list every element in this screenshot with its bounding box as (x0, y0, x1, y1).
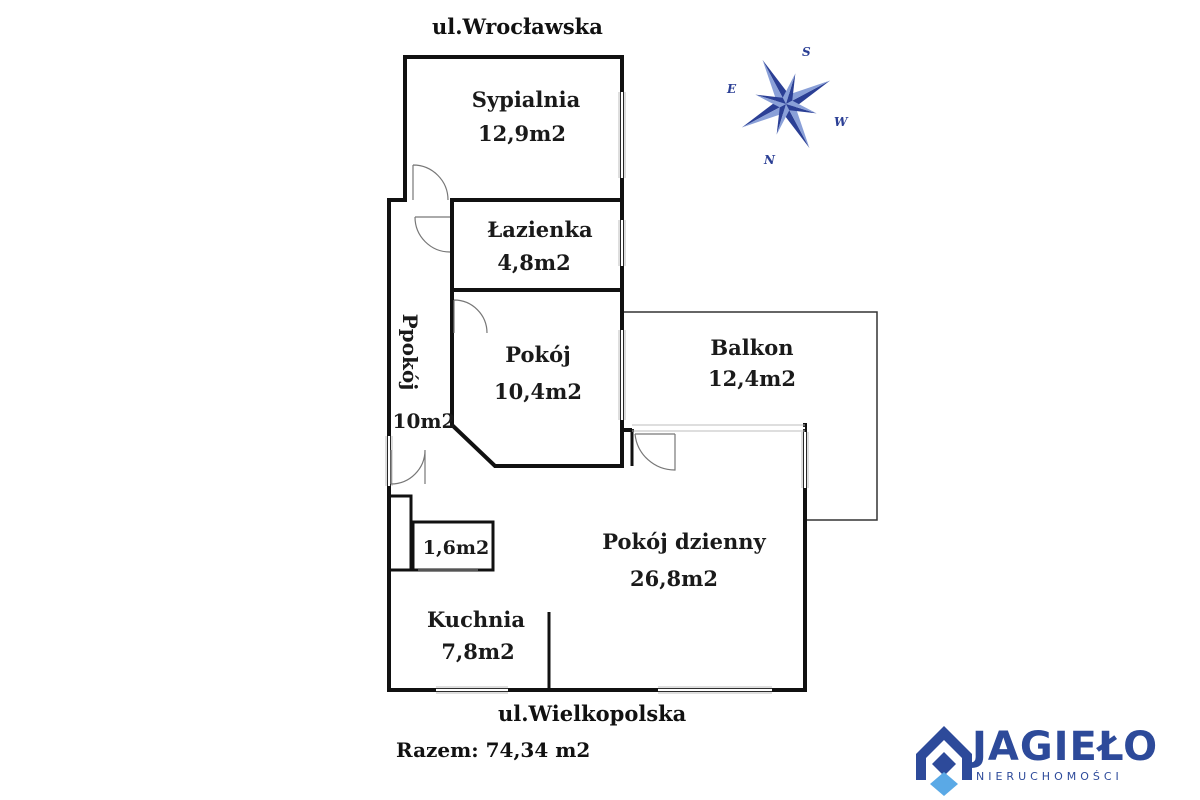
hall-area: 10m2 (393, 409, 456, 433)
windows (387, 92, 807, 692)
living-area: 26,8m2 (630, 566, 718, 591)
door-room (453, 299, 488, 334)
storage-area: 1,6m2 (423, 537, 489, 559)
total-area-label: Razem: 74,34 m2 (396, 738, 591, 762)
jagielo-logo-icon (916, 726, 972, 796)
compass-w: W (834, 115, 849, 129)
kitchen-name: Kuchnia (427, 607, 525, 632)
door-bathroom (414, 216, 451, 253)
bedroom-name: Sypialnia (472, 87, 581, 112)
door-bedroom (412, 164, 449, 201)
bathroom-name: Łazienka (487, 217, 593, 242)
room-area: 10,4m2 (494, 379, 582, 404)
kitchen-area: 7,8m2 (441, 639, 514, 664)
door-balcony (634, 433, 676, 471)
living-name: Pokój dzienny (602, 529, 766, 554)
compass-e: E (726, 82, 737, 96)
compass-n: N (763, 153, 776, 167)
street-top-label: ul.Wrocławska (432, 14, 603, 39)
bedroom-area: 12,9m2 (478, 121, 566, 146)
compass-rose-icon (741, 59, 831, 149)
doors (390, 164, 676, 485)
balcony-name: Balkon (710, 335, 793, 360)
balcony-area: 12,4m2 (708, 366, 796, 391)
street-bottom-label: ul.Wielkopolska (498, 701, 687, 726)
logo-subtitle-text: NIERUCHOMOŚCI (976, 770, 1123, 783)
window-frames (385, 92, 809, 694)
door-hall (390, 449, 426, 485)
balcony-outline (622, 311, 878, 521)
bathroom-area: 4,8m2 (497, 250, 570, 275)
compass-s: S (802, 45, 811, 59)
hall-name: Ppokój (398, 314, 422, 391)
room-name: Pokój (505, 342, 570, 367)
logo-brand-text: JAGIEŁO (972, 724, 1159, 770)
